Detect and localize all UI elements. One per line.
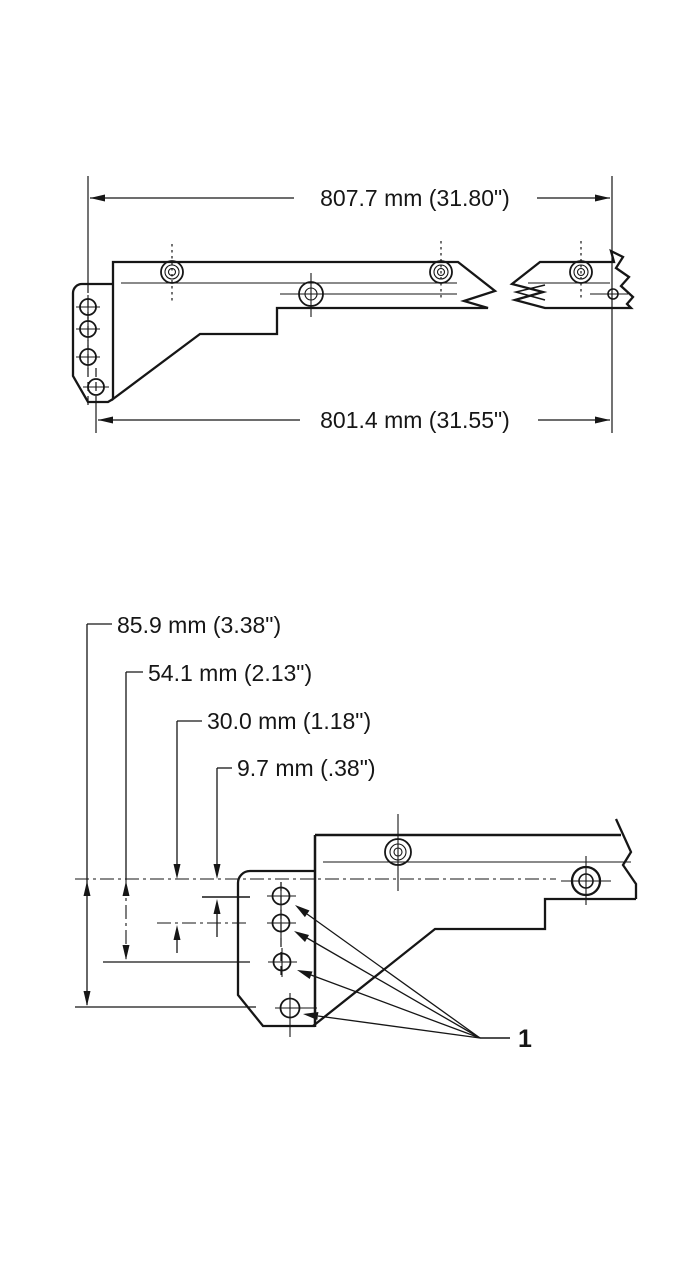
leader-arrow <box>303 1012 319 1020</box>
bolt-outer <box>160 260 184 284</box>
end-bracket-outline <box>71 282 114 404</box>
dimension-label-overall-bottom: 801.4 mm (31.55") <box>320 407 510 433</box>
detail-bracket-holes <box>267 882 317 1037</box>
leader-arrow <box>295 905 310 918</box>
dimension-arrow-left <box>90 194 105 202</box>
dimension-label-9-7: 9.7 mm (.38") <box>237 755 376 781</box>
leader-line <box>317 1015 481 1039</box>
dimension-label-overall-top: 807.7 mm (31.80") <box>320 185 510 211</box>
dimension-30-0: 30.0 mm (1.18") <box>173 708 371 953</box>
dimension-9-7: 9.7 mm (.38") <box>213 755 376 937</box>
detail-view-drawing: 85.9 mm (3.38") 54.1 mm (2.13") 30.0 mm … <box>75 612 638 1053</box>
dimension-arrow-right <box>595 416 610 424</box>
dimension-arrow-up <box>83 881 91 896</box>
leader-arrow <box>297 970 313 979</box>
break-notch <box>512 284 546 301</box>
rail-nut <box>384 814 412 891</box>
leader-line <box>310 974 481 1039</box>
callout-1: 1 <box>294 905 532 1053</box>
dimension-85-9: 85.9 mm (3.38") <box>83 612 281 1006</box>
dimension-arrow-right <box>595 194 610 202</box>
dimension-arrow-up <box>122 881 130 896</box>
end-bracket-holes <box>76 295 109 396</box>
dimension-arrow-down <box>213 864 221 879</box>
callout-label: 1 <box>518 1025 532 1053</box>
dimension-label-30-0: 30.0 mm (1.18") <box>207 708 371 734</box>
rail-bolt-c <box>429 241 453 301</box>
rail-bolt-d <box>569 241 593 301</box>
rail-right-segment-outline <box>509 248 635 310</box>
bolt-inner <box>436 267 446 277</box>
leader-arrow <box>294 931 309 942</box>
dimension-overall-bottom: 801.4 mm (31.55") <box>98 407 610 433</box>
dimension-arrow-up <box>173 925 181 940</box>
dimension-label-85-9: 85.9 mm (3.38") <box>117 612 281 638</box>
bolt-mid <box>164 264 180 280</box>
bolt-inner <box>576 267 586 277</box>
dimension-label-54-1: 54.1 mm (2.13") <box>148 660 312 686</box>
rail-bolt-a <box>160 244 184 302</box>
dimension-arrow-down <box>122 945 130 960</box>
dimension-arrow-left <box>98 416 113 424</box>
dimension-arrow-up <box>213 899 221 914</box>
dimension-arrow-down <box>173 864 181 879</box>
end-hole <box>607 288 619 300</box>
top-view-drawing: 807.7 mm (31.80") 801.4 mm (31.55") <box>71 176 635 433</box>
leader-line <box>306 937 481 1039</box>
end-bracket-outline <box>236 869 315 1028</box>
dimension-overall-top: 807.7 mm (31.80") <box>90 185 610 211</box>
rail-break-edge <box>614 818 638 899</box>
rail-bolt <box>561 856 611 905</box>
dimension-54-1: 54.1 mm (2.13") <box>122 660 312 960</box>
dimension-arrow-down <box>83 991 91 1006</box>
rail-left-segment-outline <box>111 260 498 402</box>
leader-line <box>306 913 481 1039</box>
rail-bottom-profile <box>312 897 636 1027</box>
rail-bolt-b <box>298 273 324 317</box>
